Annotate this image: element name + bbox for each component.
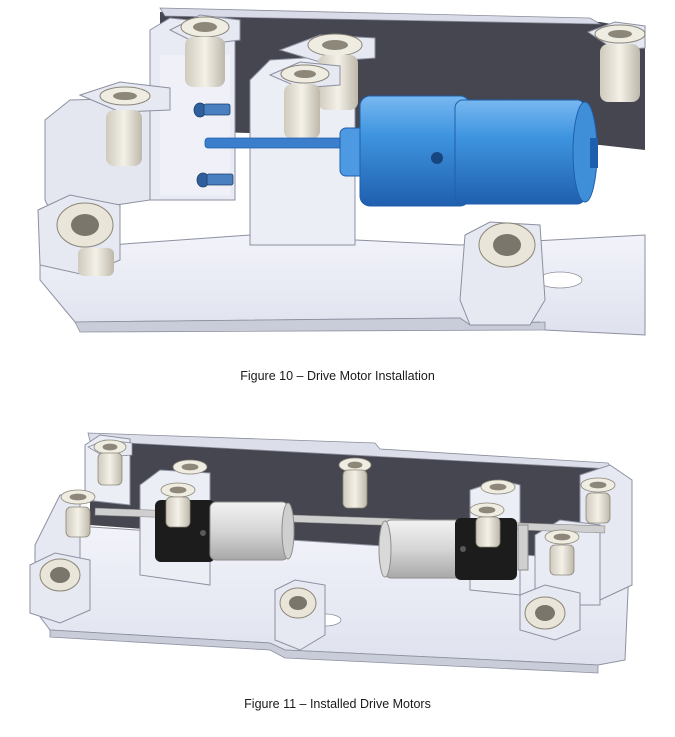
figure-11-caption: Figure 11 – Installed Drive Motors	[244, 697, 431, 711]
figure-10-caption: Figure 10 – Drive Motor Installation	[240, 369, 435, 383]
figure-11-illustration	[0, 425, 675, 683]
figure-10-illustration	[0, 0, 675, 345]
